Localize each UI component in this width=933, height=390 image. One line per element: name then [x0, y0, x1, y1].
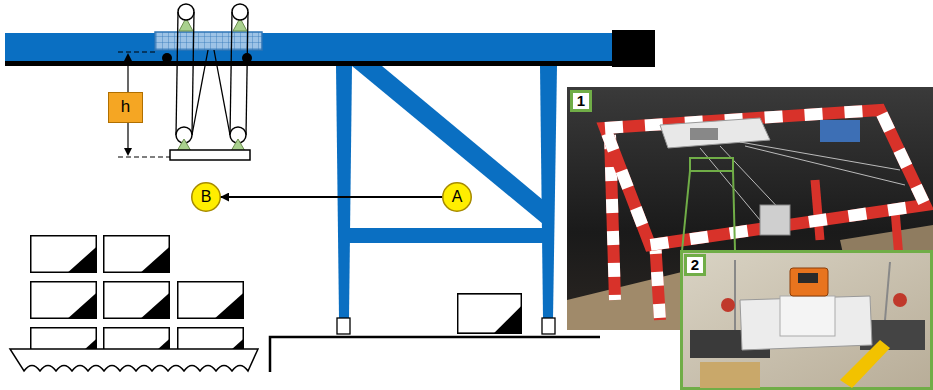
motion-arrow — [221, 196, 442, 198]
position-marker: B — [191, 182, 221, 212]
crane-foot — [337, 318, 350, 334]
hoist-cables — [176, 12, 248, 135]
node-text: 1 — [577, 93, 585, 110]
crane-frame — [336, 66, 557, 318]
pulley — [178, 4, 194, 20]
callout-number: 1 — [570, 90, 592, 112]
photo-spreader-detail — [682, 252, 932, 389]
girder — [5, 33, 612, 62]
trolley-wheel — [162, 53, 172, 63]
node-text: h — [121, 98, 130, 117]
node-text: B — [201, 188, 212, 206]
trolley — [155, 32, 262, 50]
callout-number: 2 — [684, 254, 706, 276]
girder-rail — [5, 61, 612, 66]
crane-foot — [542, 318, 555, 334]
pulley — [232, 4, 248, 20]
dimension-label: h — [108, 92, 143, 123]
position-marker: A — [442, 182, 472, 212]
ship-hull — [10, 349, 258, 371]
quay — [270, 337, 600, 372]
spreader — [170, 150, 250, 160]
girder-end-block — [612, 30, 655, 67]
container — [458, 294, 522, 333]
height-dimension — [118, 52, 170, 157]
node-text: A — [452, 188, 463, 206]
node-text: 2 — [691, 257, 699, 274]
